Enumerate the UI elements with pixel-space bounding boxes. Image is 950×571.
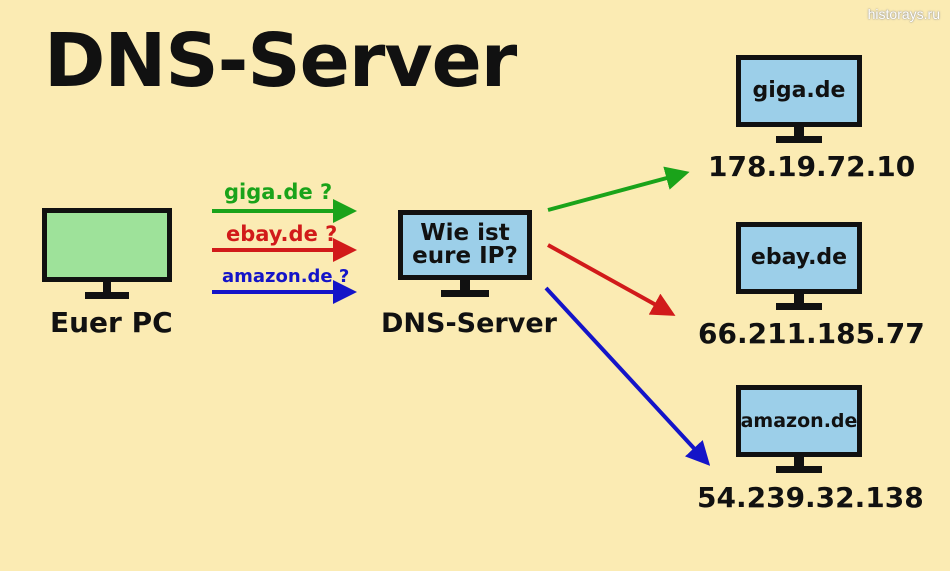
dns-server-label: DNS-Server	[381, 308, 557, 339]
user-pc-screen	[42, 208, 172, 282]
user-pc-stand	[103, 282, 111, 292]
target-screen-ebay: ebay.de	[736, 222, 862, 294]
response-arrow-ebay	[547, 243, 676, 316]
query-label-amazon: amazon.de ?	[222, 266, 350, 287]
target-monitor-ebay: ebay.de	[736, 222, 862, 312]
dns-server-stand	[460, 280, 470, 290]
response-arrow-giga	[547, 166, 690, 212]
user-pc-monitor	[42, 208, 172, 300]
target-ip-giga: 178.19.72.10	[708, 150, 916, 183]
target-stand-giga	[794, 127, 804, 136]
user-pc-label: Euer PC	[50, 306, 173, 339]
dns-server-base	[441, 290, 489, 297]
dns-server-screen: Wie ist eure IP?	[398, 210, 532, 280]
query-label-giga: giga.de ?	[224, 180, 333, 204]
watermark: historays.ru	[867, 6, 940, 22]
target-base-giga	[776, 136, 822, 143]
query-label-ebay: ebay.de ?	[226, 222, 338, 246]
target-stand-ebay	[794, 294, 804, 303]
target-name-ebay: ebay.de	[750, 245, 848, 270]
target-base-amazon	[776, 466, 822, 473]
target-monitor-giga: giga.de	[736, 55, 862, 145]
target-base-ebay	[776, 303, 822, 310]
target-name-amazon: amazon.de	[740, 409, 858, 432]
target-ip-amazon: 54.239.32.138	[697, 481, 924, 514]
target-name-giga: giga.de	[752, 78, 846, 103]
response-arrow-amazon	[544, 286, 711, 466]
target-ip-ebay: 66.211.185.77	[698, 317, 925, 350]
dns-server-monitor: Wie ist eure IP?	[398, 210, 532, 300]
target-screen-giga: giga.de	[736, 55, 862, 127]
target-screen-amazon: amazon.de	[736, 385, 862, 457]
target-stand-amazon	[794, 457, 804, 466]
target-monitor-amazon: amazon.de	[736, 385, 862, 475]
dns-server-question-line1: Wie ist	[420, 220, 510, 246]
dns-server-question-line2: eure IP?	[412, 243, 518, 269]
user-pc-base	[85, 292, 129, 299]
page-title: DNS-Server	[44, 18, 517, 104]
